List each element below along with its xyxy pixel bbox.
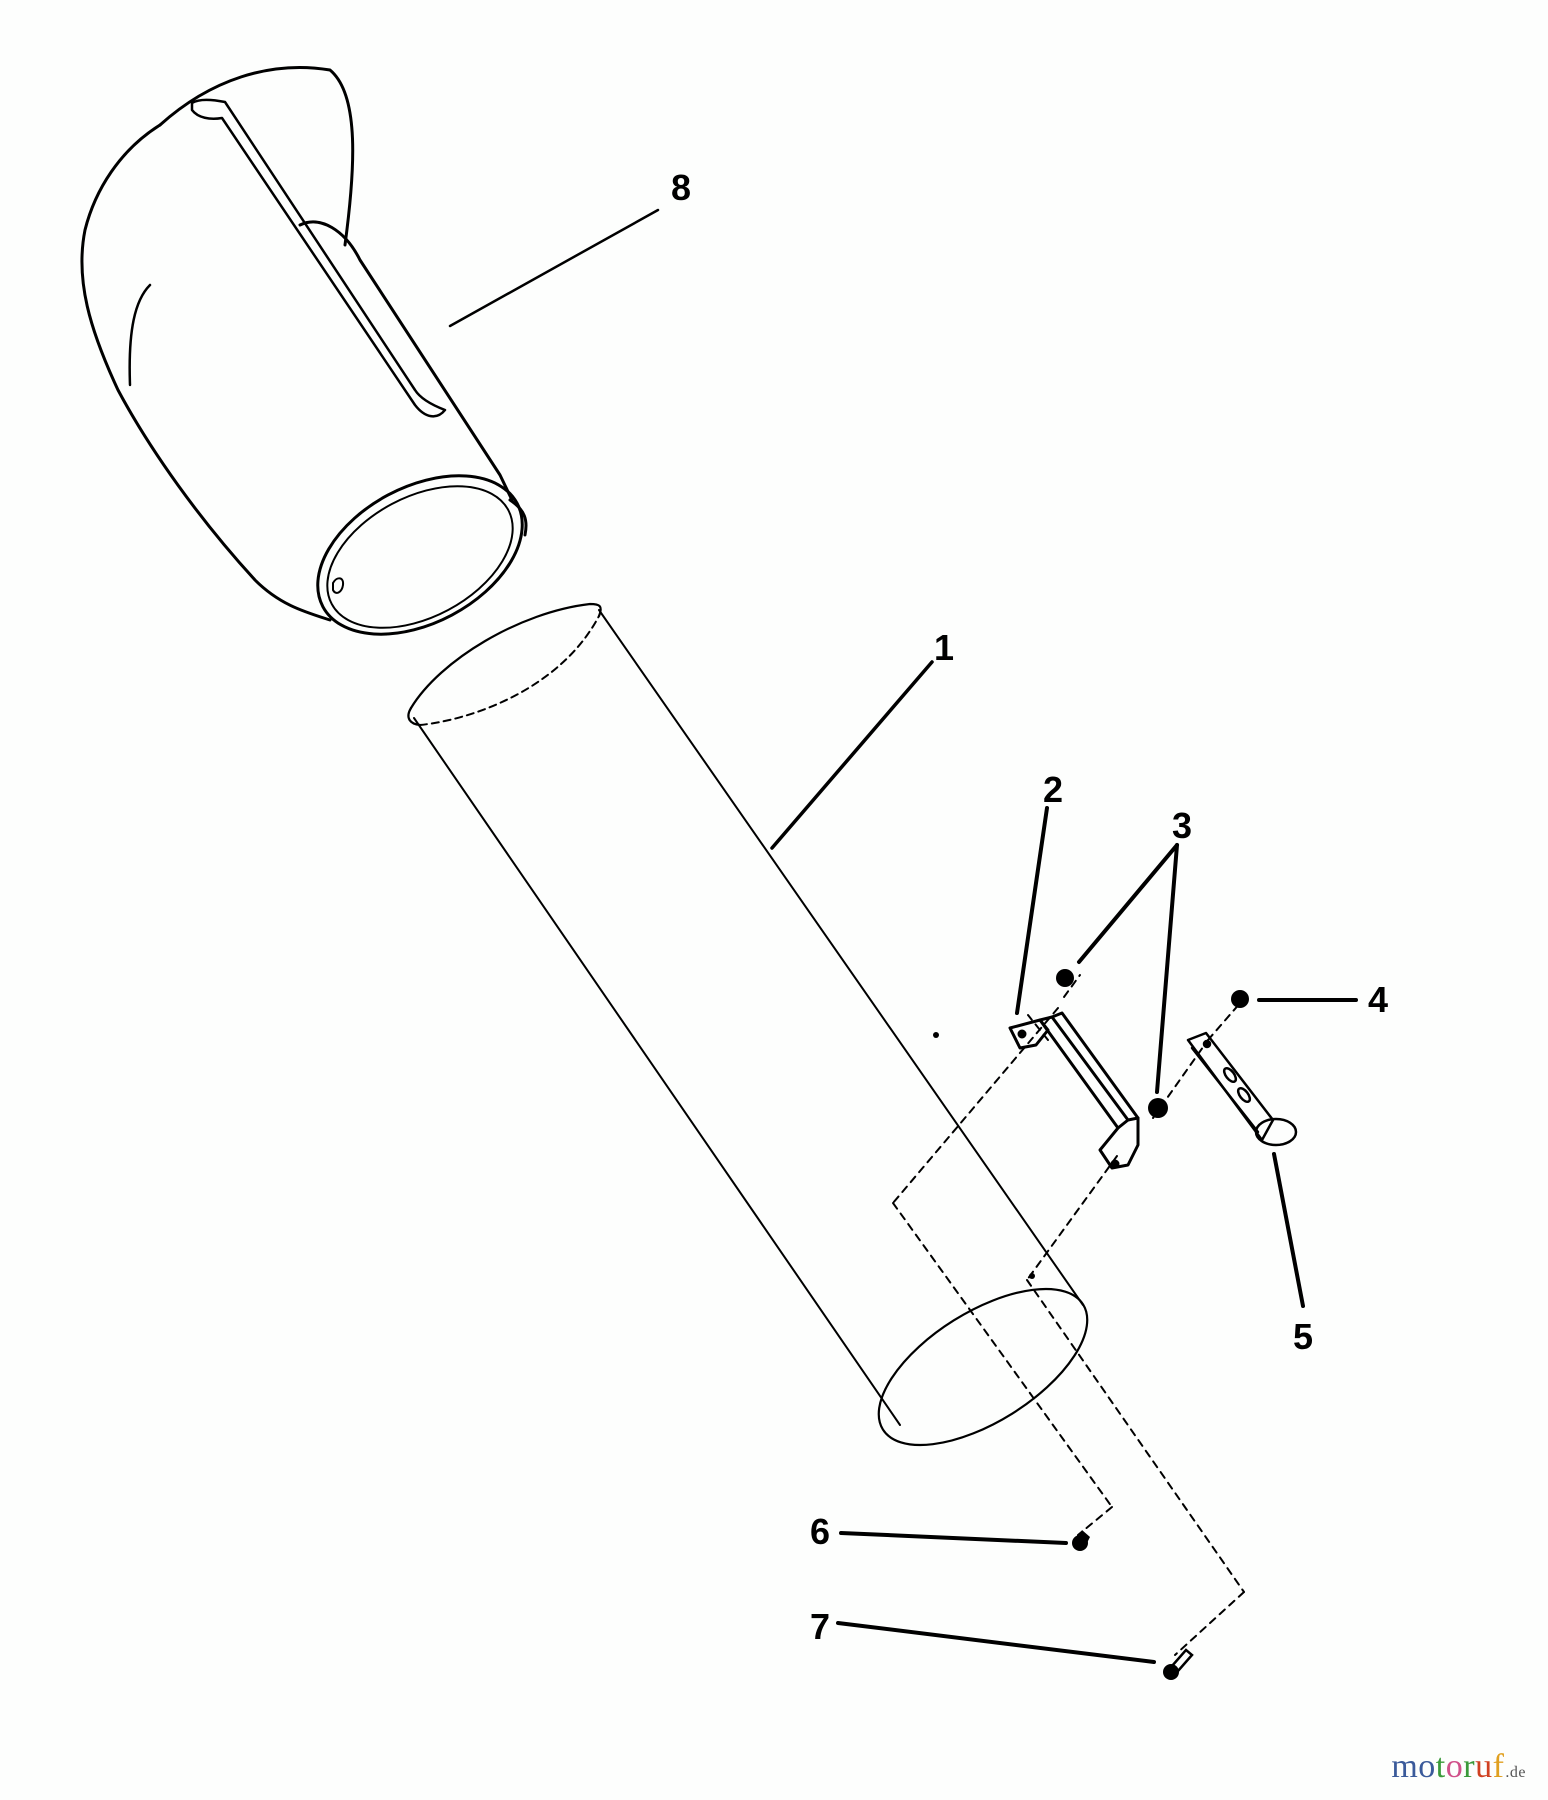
callout-5: 5: [1292, 1316, 1314, 1357]
part-5-clamp-strap[interactable]: [1186, 1031, 1298, 1147]
leader-3b: [1155, 843, 1179, 1094]
part-4-nut[interactable]: [1231, 990, 1249, 1008]
leader-lines: [448, 208, 1358, 1664]
watermark-letter: u: [1475, 1748, 1493, 1785]
watermark-letter: r: [1463, 1748, 1476, 1785]
part-3-nuts[interactable]: [1056, 969, 1168, 1118]
tube-mounting-holes: [933, 1032, 1035, 1279]
leader-5: [1272, 1152, 1305, 1308]
watermark-letter: o: [1445, 1748, 1464, 1785]
part-8-chute-bag[interactable]: [80, 66, 549, 666]
part-2-bracket[interactable]: [1008, 1011, 1140, 1170]
leader-8: [448, 208, 660, 328]
callout-1: 1: [933, 627, 955, 668]
leader-3a: [1077, 843, 1179, 964]
callout-6: 6: [809, 1511, 831, 1552]
callout-7: 7: [809, 1606, 831, 1647]
watermark-letter: t: [1435, 1748, 1446, 1785]
part-6-screw[interactable]: [1072, 1530, 1090, 1551]
part-1-tube[interactable]: [407, 602, 1112, 1476]
assembly-guide-lines: [892, 974, 1245, 1656]
callout-8: 8: [670, 167, 692, 208]
callout-3: 3: [1171, 805, 1193, 846]
watermark-letter: o: [1418, 1748, 1436, 1785]
watermark-tld: .de: [1505, 1764, 1526, 1781]
watermark-letter: f: [1492, 1748, 1505, 1785]
part-7-bolt[interactable]: [1163, 1648, 1194, 1680]
watermark-logo: motoruf.de: [1391, 1748, 1526, 1786]
leader-6: [839, 1531, 1068, 1545]
callout-2: 2: [1042, 769, 1064, 810]
leader-7: [836, 1621, 1156, 1664]
leader-1: [770, 660, 934, 850]
leader-2: [1015, 806, 1049, 1015]
callout-4: 4: [1367, 979, 1389, 1020]
watermark-letter: m: [1391, 1748, 1419, 1785]
